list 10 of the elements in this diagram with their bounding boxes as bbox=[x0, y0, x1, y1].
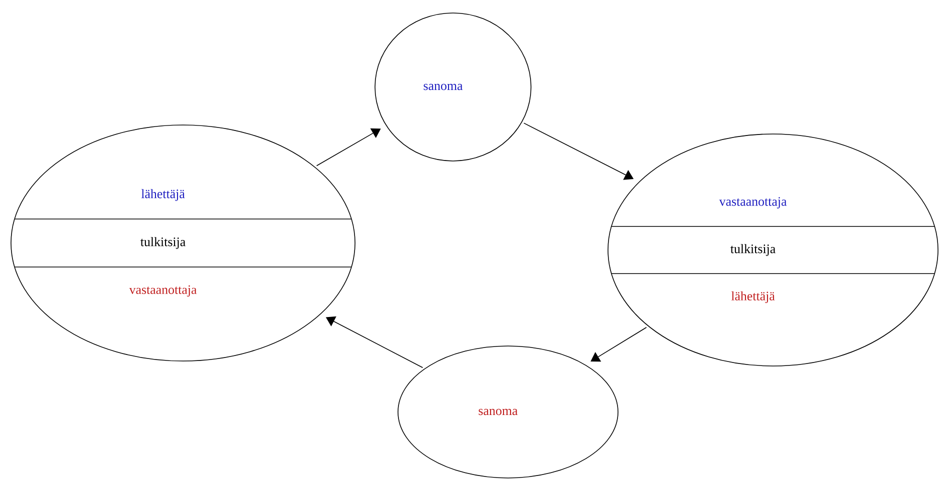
node-label: lähettäjä bbox=[141, 189, 185, 201]
node-label: sanoma bbox=[478, 408, 518, 416]
node-label: vastaanottaja bbox=[719, 197, 787, 208]
node-label: tulkitsija bbox=[140, 237, 186, 249]
node-label: vastaanottaja bbox=[129, 285, 197, 297]
node-label: lähettäjä bbox=[731, 291, 775, 304]
node-label: sanoma bbox=[424, 84, 463, 90]
node-label: tulkitsija bbox=[730, 244, 776, 256]
arrow bbox=[316, 128, 381, 166]
arrow bbox=[590, 326, 647, 362]
